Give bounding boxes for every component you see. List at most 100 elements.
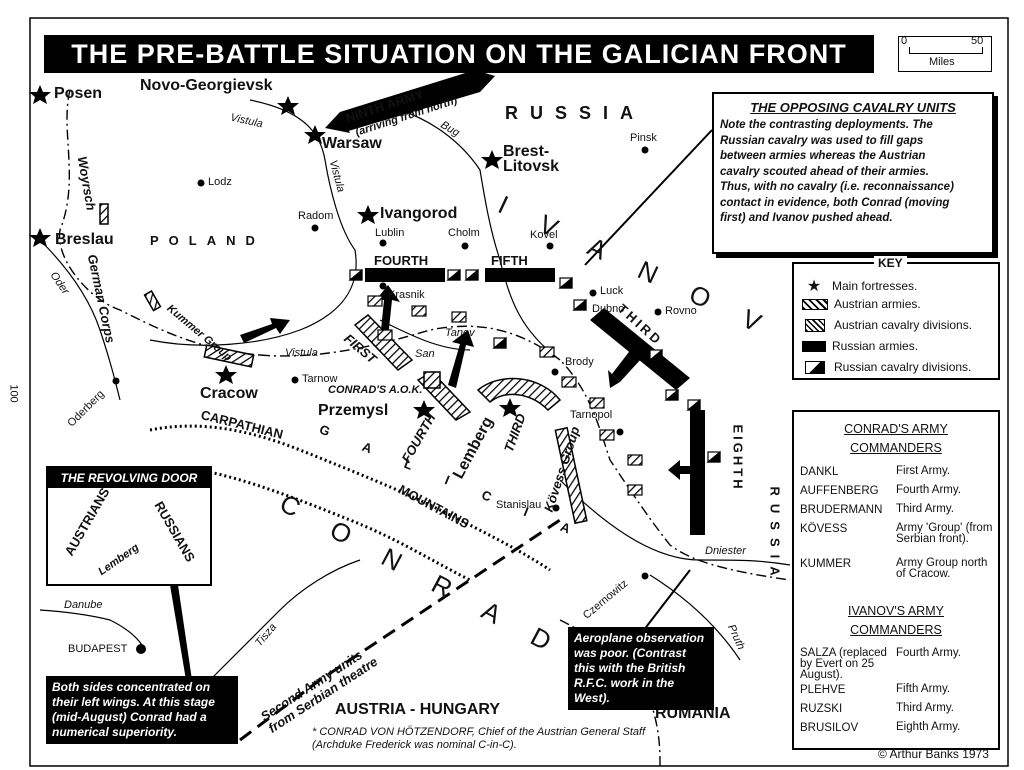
fortress-brest-litovsk (481, 150, 503, 169)
austrian-third-army (476, 377, 562, 412)
key-title: KEY (874, 256, 907, 270)
russian-eighth-label: EIGHTH (730, 424, 746, 492)
commanders-box: CONRAD'S ARMY COMMANDERS DANKL First Arm… (792, 410, 1000, 750)
region-russia-east: RUSSIA (767, 486, 783, 584)
key-item: Austrian cavalry divisions. (802, 318, 972, 332)
city-stanislau: Stanislau (496, 499, 542, 511)
russian-fourth-label: FOURTH (374, 253, 429, 268)
fortresses (29, 85, 521, 419)
cavalry-note-line: cavalry scouted ahead of their armies. (720, 165, 930, 178)
conrad-arc (239, 518, 561, 742)
black-bar-icon (802, 340, 826, 352)
city-budapest: BUDAPEST (68, 643, 128, 655)
fortress-novo-georgievsk (277, 96, 299, 115)
cavalry-note-body: Note the contrasting deployments. The Ru… (714, 115, 992, 227)
city-rovno: Rovno (665, 305, 697, 317)
river-tisza (199, 559, 361, 691)
river-bug (399, 109, 561, 361)
city-lodz: Lodz (208, 176, 232, 188)
door-russians: RUSSIANS (151, 498, 199, 565)
fortress-przemysl (413, 400, 435, 419)
key-item: ★ Main fortresses. (802, 276, 918, 296)
russian-fifth-army (485, 268, 555, 282)
star-icon: ★ (806, 278, 822, 295)
region-poland: POLAND (150, 233, 265, 248)
map-frame (29, 17, 1009, 767)
page-number: 100 (7, 384, 20, 403)
revolving-door-box: THE REVOLVING DOOR AUSTRIANS RUSSIANS Le… (46, 466, 212, 586)
map-key: KEY ★ Main fortresses. Austrian armies. … (792, 256, 1000, 380)
kummer-group (203, 344, 255, 368)
river-danube-label: Danube (64, 599, 103, 611)
ninth-army-arrow (325, 70, 495, 133)
fortress-cracow (215, 365, 237, 384)
river-danube (39, 609, 146, 651)
kovess-group (554, 426, 588, 525)
city-krasnik: Krasnik (388, 289, 425, 301)
cavalry-note-line: Russian cavalry was used to fill gaps (720, 134, 924, 147)
city-radom: Radom (298, 210, 334, 222)
scale-max: 50 (971, 35, 984, 47)
region-austria-hungary: AUSTRIA - HUNGARY (335, 701, 501, 718)
russian-fifth-label: FIFTH (491, 253, 528, 268)
city-tanev: Tanev (445, 327, 475, 339)
cavalry-note-line: contact in evidence, both Conrad (moving (720, 196, 950, 209)
city-dubno: Dubno (592, 303, 625, 315)
ivanov-commanders-title-2: COMMANDERS (850, 623, 942, 637)
both-sides-note: Both sides concentrated on their left wi… (46, 676, 238, 744)
aeroplane-note: Aeroplane observation was poor. (Contras… (568, 627, 714, 710)
river-pruth (649, 574, 741, 661)
carpathian-mountains (149, 424, 551, 582)
footnote: * CONRAD VON HÖTZENDORF, Chief of the Au… (312, 726, 646, 751)
scale-unit: Miles (929, 56, 955, 68)
scale-min: 0 (901, 35, 908, 47)
city-novo-georgievsk: Novo-Georgievsk (140, 77, 273, 94)
cavalry-note-line: first) and Ivanov pushed ahead. (720, 212, 893, 224)
city-brody: Brody (565, 356, 594, 368)
cavalry-note-title: THE OPPOSING CAVALRY UNITS (750, 100, 956, 115)
city-lublin: Lublin (375, 227, 405, 239)
region-russia: RUSSIA (505, 103, 646, 123)
conrad-aok-hq (423, 371, 441, 389)
austrian-cavalry (367, 295, 643, 496)
key-item: Russian cavalry divisions. (802, 360, 971, 374)
revolving-door-title: THE REVOLVING DOOR (48, 468, 210, 488)
city-ivangorod: Ivangorod (380, 205, 458, 222)
russian-cavalry (348, 268, 721, 463)
cavalry-note-line: Thus, with no cavalry (i.e. reconnaissan… (720, 181, 954, 193)
door-austrians: AUSTRIANS (61, 485, 113, 559)
city-san: San (415, 348, 435, 360)
fortress-posen (29, 85, 51, 104)
city-brest-litovsk: Brest-Litovsk (503, 143, 560, 175)
conrad-commanders-title-1: CONRAD'S ARMY (844, 422, 948, 436)
city-dots (112, 146, 662, 654)
city-pinsk: Pinsk (630, 132, 657, 144)
map-title: THE PRE-BATTLE SITUATION ON THE GALICIAN… (44, 35, 874, 73)
door-lemberg: Lemberg (96, 541, 142, 579)
border-german-russian (58, 89, 261, 356)
city-cracow: Cracow (200, 385, 258, 402)
city-tarnow: Tarnow (302, 373, 338, 385)
hatched-bar-icon (802, 298, 828, 310)
city-kovel: Kovel (530, 229, 558, 241)
city-luck: Luck (600, 285, 624, 297)
fortress-breslau (29, 228, 51, 247)
austrian-first-army (353, 313, 414, 371)
russian-third-army (590, 308, 690, 390)
city-tarnopol: Tarnopol (570, 409, 613, 421)
scale-box: 0 50 Miles (898, 36, 992, 72)
key-item: Austrian armies. (802, 297, 921, 311)
city-warsaw: Warsaw (322, 135, 382, 152)
city-przemysl: Przemysl (318, 402, 389, 419)
city-conrads-aok: CONRAD'S A.O.K. (328, 384, 423, 396)
hatched-flag-icon (805, 318, 825, 332)
city-posen: Posen (54, 85, 103, 102)
key-item: Russian armies. (802, 339, 918, 353)
russian-armies (365, 268, 705, 535)
cavalry-note-box: THE OPPOSING CAVALRY UNITS Note the cont… (712, 92, 994, 254)
river-vistula-s-label: Vistula (285, 347, 318, 359)
german-corps-unit (143, 290, 162, 312)
fortress-lemberg (499, 398, 521, 417)
russian-eighth-army (690, 410, 705, 535)
